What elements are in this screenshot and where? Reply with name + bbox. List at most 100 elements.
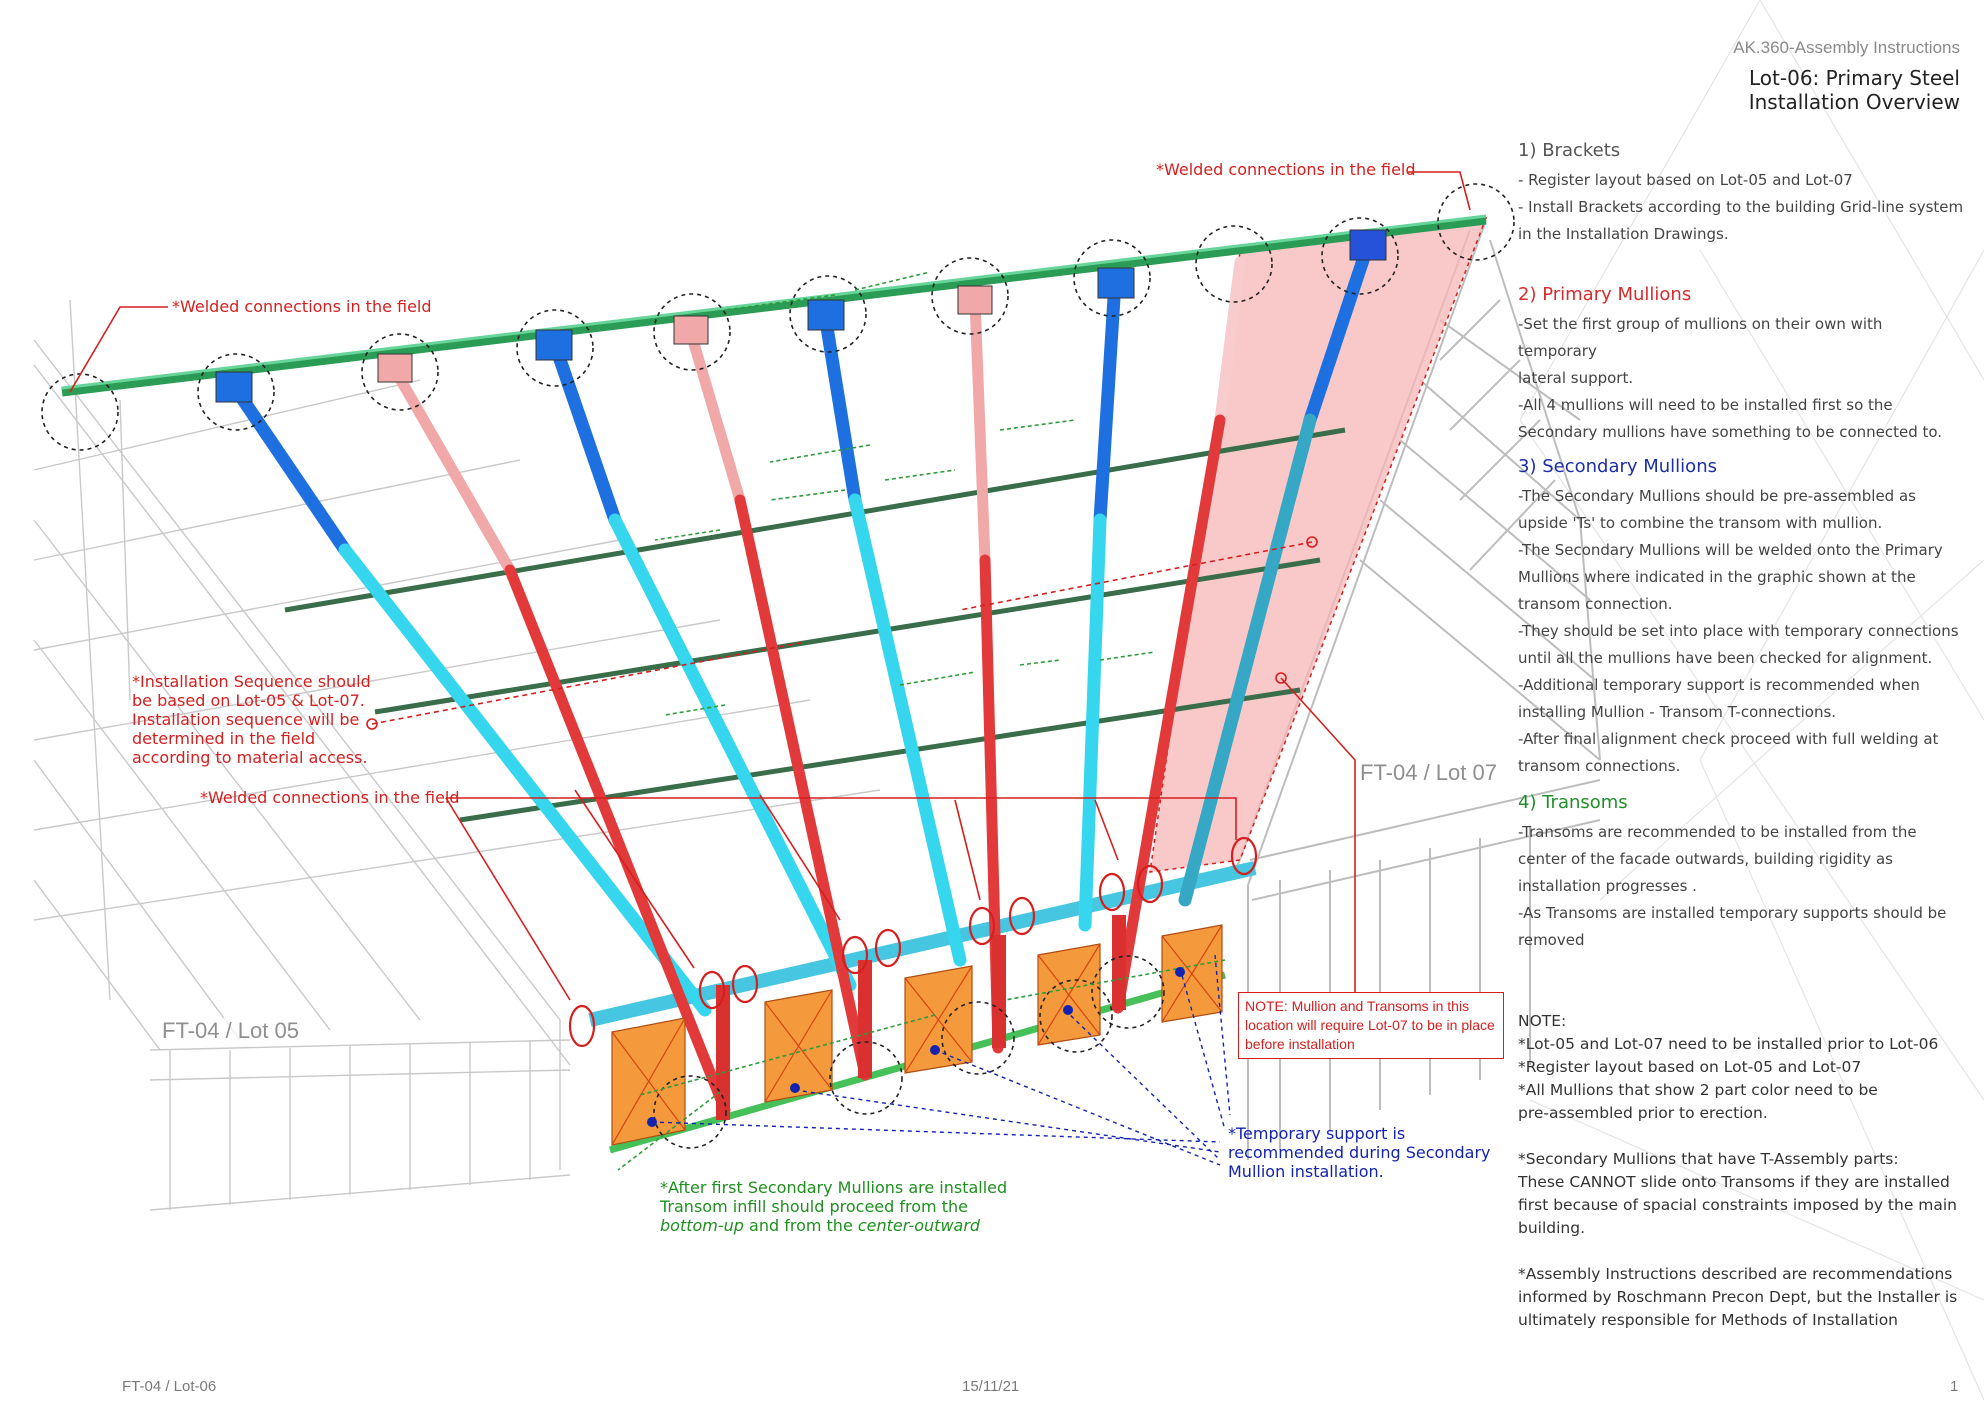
weld-callout-left: *Welded connections in the field <box>172 297 432 316</box>
note-line: *Secondary Mullions that have T-Assembly… <box>1518 1150 1899 1168</box>
step-line: installing Mullion - Transom T-connectio… <box>1518 703 1837 721</box>
callout-line: *After first Secondary Mullions are inst… <box>660 1178 1008 1197</box>
weld-leader-lines <box>69 171 1471 1001</box>
page-title-line-2: Installation Overview <box>1748 90 1960 114</box>
page-title-line-1: Lot-06: Primary Steel <box>1749 66 1960 90</box>
step-transoms: 4) Transoms -Transoms are recommended to… <box>1518 792 1966 954</box>
callout-line: be based on Lot-05 & Lot-07. <box>132 691 365 710</box>
callout-line: *Temporary support is <box>1228 1124 1406 1143</box>
step-line: -The Secondary Mullions should be pre-as… <box>1518 487 1916 505</box>
callout-line: Mullion installation. <box>1228 1162 1384 1181</box>
footer-date: 15/11/21 <box>962 1378 1020 1395</box>
secondary-mullion-5 <box>1178 238 1375 907</box>
step-heading: 4) Transoms <box>1518 792 1628 813</box>
lot-07-label: FT-04 / Lot 07 <box>1356 760 1501 786</box>
sequence-callout: *Installation Sequence should be based o… <box>132 672 371 767</box>
background-grid <box>1519 0 1984 1401</box>
infill-joiner: and from the <box>743 1216 858 1235</box>
step-line: removed <box>1518 931 1585 949</box>
step-line: Mullions where indicated in the graphic … <box>1518 568 1916 586</box>
secondary-mullion-2 <box>548 338 857 992</box>
note-spacer <box>1518 1125 1968 1148</box>
temp-support-leaders <box>651 954 1231 1166</box>
note-box-line: NOTE: Mullion and Transoms in this <box>1245 998 1470 1014</box>
note-spacer <box>1518 1240 1968 1263</box>
note-line: *Assembly Instructions described are rec… <box>1518 1265 1953 1283</box>
callout-line: recommended during Secondary <box>1228 1143 1491 1162</box>
primary-mullion-1 <box>389 364 731 1116</box>
step-line: -Additional temporary support is recomme… <box>1518 676 1920 694</box>
infill-panel-1 <box>611 1017 686 1146</box>
lot-05-label: FT-04 / Lot 05 <box>158 1018 303 1044</box>
secondary-mullion-3 <box>818 308 967 967</box>
doc-reference: AK.360-Assembly Instructions <box>1733 38 1960 57</box>
footer-ref: FT-04 / Lot-06 <box>122 1378 217 1395</box>
step-line: in the Installation Drawings. <box>1518 225 1729 243</box>
step-line: upside 'Ts' to combine the transom with … <box>1518 514 1883 532</box>
step-line: transom connection. <box>1518 595 1673 613</box>
note-line: These CANNOT slide onto Transoms if they… <box>1518 1173 1950 1191</box>
step-line: - Install Brackets according to the buil… <box>1518 198 1964 216</box>
step-heading: 1) Brackets <box>1518 140 1621 161</box>
infill-panel-5 <box>1161 924 1223 1023</box>
primary-mullion-4 <box>1112 256 1246 1014</box>
step-line: -Set the first group of mullions on thei… <box>1518 315 1883 360</box>
step-line: lateral support. <box>1518 369 1634 387</box>
lot-07-note-box: NOTE: Mullion and Transoms in this locat… <box>1238 992 1504 1059</box>
step-line: center of the facade outwards, building … <box>1518 850 1893 868</box>
emphasis-bottom-up: bottom-up <box>660 1216 744 1235</box>
step-brackets: 1) Brackets - Register layout based on L… <box>1518 140 1966 248</box>
note-box-line: before installation <box>1245 1036 1355 1052</box>
step-line: -As Transoms are installed temporary sup… <box>1518 904 1947 922</box>
weld-point-markers <box>41 183 1515 1149</box>
page-title: Lot-06: Primary Steel Installation Overv… <box>1749 66 1960 114</box>
infill-panel-2 <box>764 989 833 1103</box>
top-rail <box>61 214 1487 397</box>
step-line: transom connections. <box>1518 757 1681 775</box>
step-heading: 3) Secondary Mullions <box>1518 456 1717 477</box>
note-line: ultimately responsible for Methods of In… <box>1518 1311 1898 1329</box>
step-line: -All 4 mullions will need to be installe… <box>1518 396 1893 414</box>
step-line: -The Secondary Mullions will be welded o… <box>1518 541 1943 559</box>
callout-line: determined in the field <box>132 729 316 748</box>
note-box-line: location will require Lot-07 to be in pl… <box>1245 1017 1495 1033</box>
base-weld-markers <box>568 836 1258 1048</box>
lot-05-structure <box>33 299 881 1211</box>
note-line: *Register layout based on Lot-05 and Lot… <box>1518 1058 1862 1076</box>
note-line: building. <box>1518 1219 1586 1237</box>
note-line: *Lot-05 and Lot-07 need to be installed … <box>1518 1035 1939 1053</box>
weld-callout-mid: *Welded connections in the field <box>200 788 460 807</box>
secondary-mullion-4 <box>1078 275 1122 932</box>
emphasis-center-outward: center-outward <box>857 1216 981 1235</box>
installation-sequence-lines <box>366 536 1356 1000</box>
step-line: -After final alignment check proceed wit… <box>1518 730 1939 748</box>
page-number: 1 <box>1950 1378 1959 1395</box>
step-line: Secondary mullions have something to be … <box>1518 423 1943 441</box>
base-posts <box>716 915 1126 1120</box>
step-secondary-mullions: 3) Secondary Mullions -The Secondary Mul… <box>1518 456 1966 780</box>
brackets <box>215 229 1387 403</box>
step-line: installation progresses . <box>1518 877 1697 895</box>
secondary-mullion-1 <box>228 381 712 1017</box>
step-line: -They should be set into place with temp… <box>1518 622 1959 640</box>
step-line: until all the mullions have been checked… <box>1518 649 1933 667</box>
callout-line: *Installation Sequence should <box>132 672 371 691</box>
transom-sequence-arrows <box>617 271 1226 1171</box>
step-heading: 2) Primary Mullions <box>1518 284 1692 305</box>
step-line: -Transoms are recommended to be installe… <box>1518 823 1917 841</box>
note-line: informed by Roschmann Precon Dept, but t… <box>1518 1288 1958 1306</box>
general-notes: NOTE: *Lot-05 and Lot-07 need to be inst… <box>1518 1010 1968 1332</box>
temp-support-callout: *Temporary support is recommended during… <box>1228 1124 1491 1181</box>
callout-line: according to material access. <box>132 748 368 767</box>
infill-panels <box>611 924 1223 1146</box>
step-primary-mullions: 2) Primary Mullions -Set the first group… <box>1518 284 1966 446</box>
primary-mullion-2 <box>684 324 871 1081</box>
note-line: pre-assembled prior to erection. <box>1518 1104 1768 1122</box>
callout-line: Transom infill should proceed from the <box>660 1197 968 1216</box>
callout-line: Installation sequence will be <box>132 710 360 729</box>
infill-callout: *After first Secondary Mullions are inst… <box>660 1178 1007 1235</box>
notes-heading: NOTE: <box>1518 1012 1567 1030</box>
temp-support-points <box>647 967 1185 1127</box>
